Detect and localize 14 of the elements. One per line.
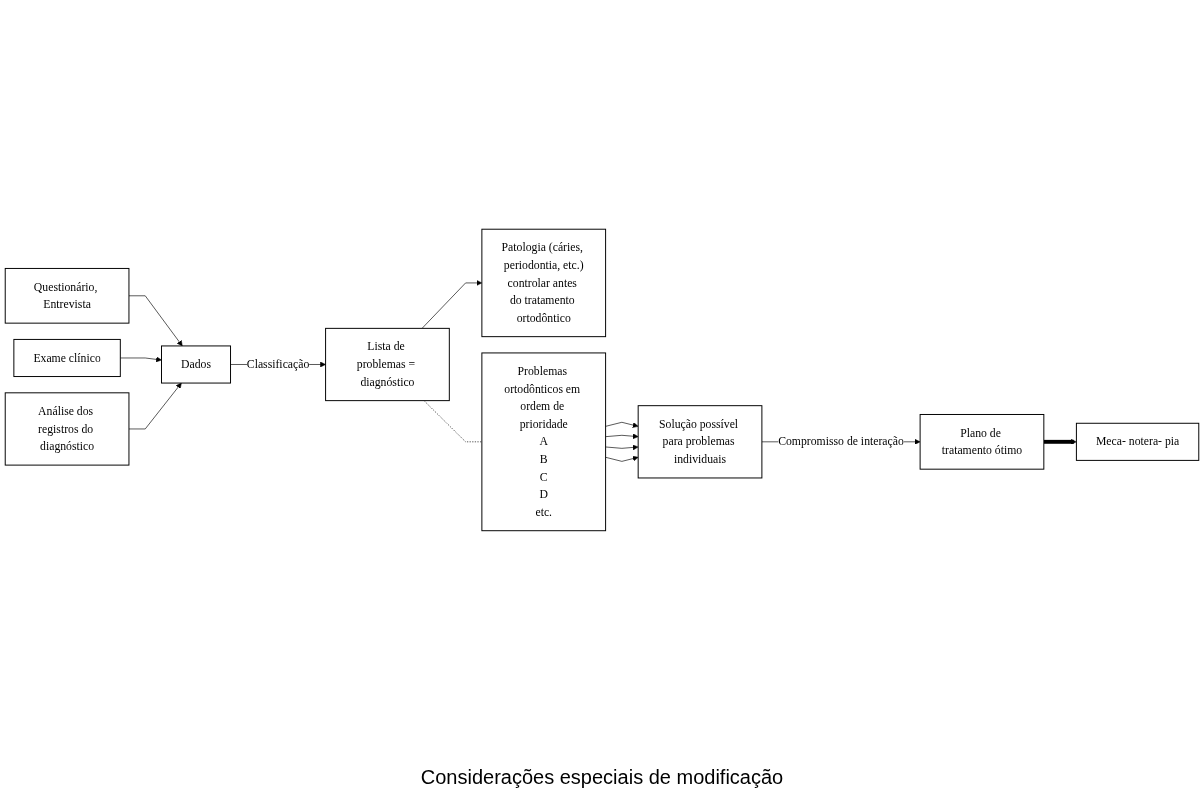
- arrow: [1043, 439, 1077, 445]
- node-box: Solução possível para problemas individuais: [637, 405, 763, 479]
- edge-label: Classificação: [246, 357, 310, 371]
- node-box: Plano de tratamento ótimo: [919, 414, 1045, 470]
- node-box: Análise dos registros do diagnóstico: [4, 392, 130, 466]
- node-box: Dados: [161, 345, 231, 384]
- node-box: Meca- notera- pia: [1075, 422, 1200, 461]
- node-box: Exame clínico: [13, 338, 121, 378]
- node-box: Problemas ortodônticos em ordem de prioridade A B C D etc.: [481, 352, 607, 532]
- node-box: Patologia (cáries, periodontia, etc.) controlar antes do tratamento ortodôntico: [481, 228, 607, 338]
- node-box: Questionário, Entrevista: [4, 268, 130, 324]
- node-box: Lista de problemas = diagnóstico: [325, 327, 450, 402]
- edge-label: Compromisso de interação: [778, 435, 904, 449]
- note-text: Considerações especiais de modificação: [420, 766, 784, 789]
